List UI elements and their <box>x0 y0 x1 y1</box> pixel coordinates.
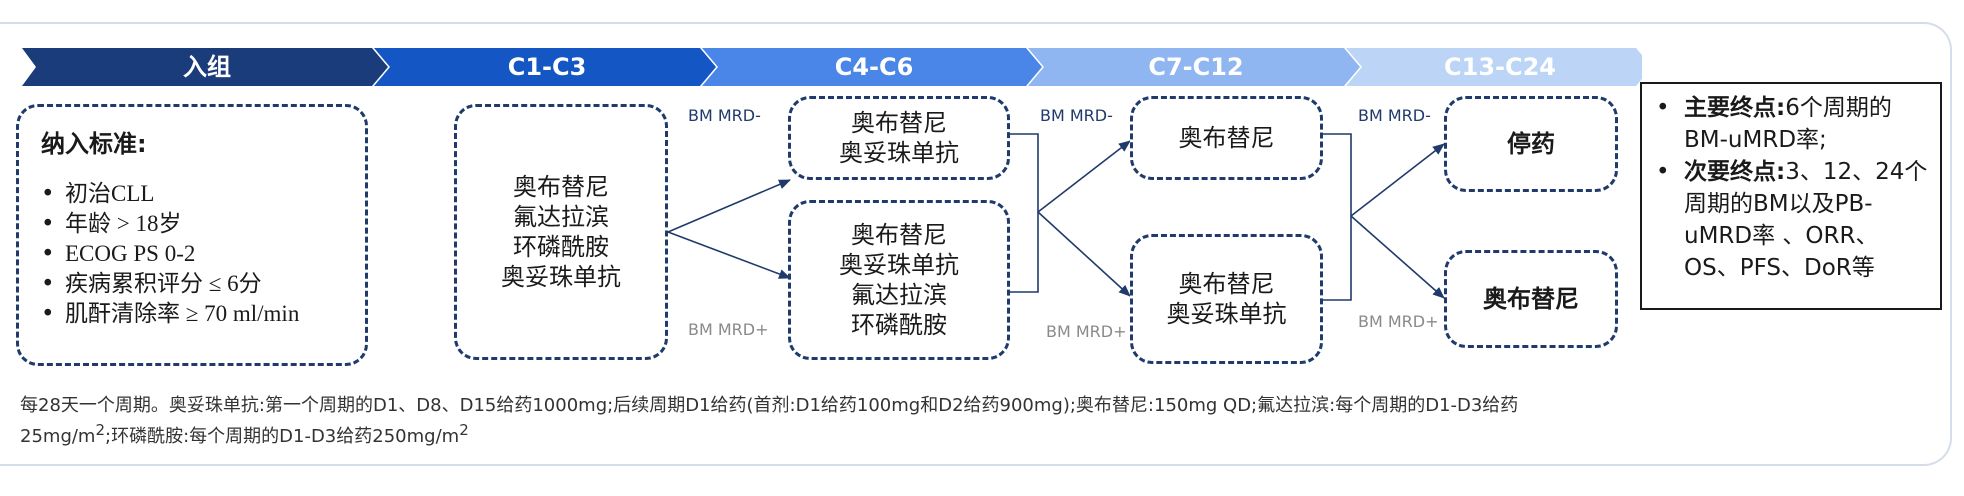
primary-endpoint-key: 主要终点: <box>1684 95 1786 121</box>
drug-name: 奥布替尼 <box>1178 270 1275 298</box>
arrow-c4-to-mrd-neg <box>1037 140 1131 213</box>
regimen-c13-mrd-pos-box: 奥布替尼 <box>1444 250 1618 348</box>
arrow-c7-to-mrd-neg <box>1350 143 1445 217</box>
footnote-text: 25mg/m <box>20 426 96 447</box>
phase-bar <box>22 48 1642 86</box>
inclusion-item: ECOG PS 0-2 <box>41 239 299 269</box>
drug-name: 奥妥珠单抗 <box>501 263 621 291</box>
phase-chevron-enroll <box>22 48 388 86</box>
merge-c4-c6 <box>1010 133 1039 293</box>
arrow-c4-to-mrd-pos <box>1037 211 1131 297</box>
mrd-pos-label-c4: BM MRD+ <box>688 320 769 339</box>
inclusion-criteria-box: 纳入标准: 初治CLL 年龄 > 18岁 ECOG PS 0-2 疾病累积评分 … <box>16 104 368 366</box>
arrow-c1-to-mrd-pos <box>667 231 791 279</box>
drug-name: 环磷酰胺 <box>851 311 947 339</box>
footnote-sup: 2 <box>459 421 469 439</box>
stop-treatment: 停药 <box>1507 130 1555 158</box>
footnote-sup: 2 <box>95 421 106 439</box>
regimen-c4-c6-mrd-pos-box: 奥布替尼 奥妥珠单抗 氟达拉滨 环磷酰胺 <box>788 200 1010 360</box>
phase-chevron-c1-c3 <box>374 48 716 86</box>
drug-name: 奥妥珠单抗 <box>839 139 959 167</box>
phase-chevron-c13-c24 <box>1346 48 1642 86</box>
inclusion-item: 初治CLL <box>41 179 299 209</box>
phase-label-c7-c12: C7-C12 <box>1148 53 1244 81</box>
phase-label-enroll: 入组 <box>183 53 231 81</box>
mrd-pos-label-c13: BM MRD+ <box>1358 312 1439 331</box>
drug-name: 奥布替尼 <box>851 221 947 249</box>
drug-name: 环磷酰胺 <box>513 233 609 261</box>
drug-name: 氟达拉滨 <box>851 281 947 309</box>
inclusion-title: 纳入标准: <box>41 130 147 158</box>
mrd-neg-label-c13: BM MRD- <box>1358 106 1431 125</box>
secondary-endpoint-text: 3、12、24个周期的BM以及PB-uMRD率 、ORR、OS、PFS、DoR等 <box>1684 159 1928 281</box>
primary-endpoint: 主要终点:6个周期的BM-uMRD率; <box>1654 92 1934 156</box>
drug-name: 奥布替尼 <box>851 109 947 137</box>
drug-name: 奥妥珠单抗 <box>839 251 959 279</box>
phase-label-c13-c24: C13-C24 <box>1444 53 1556 81</box>
footnote-text: ;环磷酰胺:每个周期的D1-D3给药250mg/m <box>105 426 460 447</box>
drug-name: 奥布替尼 <box>1178 124 1275 152</box>
mrd-neg-label-c4: BM MRD- <box>688 106 761 125</box>
inclusion-item: 疾病累积评分 ≤ 6分 <box>41 269 299 299</box>
inclusion-item: 年龄 > 18岁 <box>41 209 299 239</box>
arrow-c1-to-mrd-neg <box>667 179 791 233</box>
arrow-c7-to-mrd-pos <box>1350 215 1445 299</box>
merge-c7-c12 <box>1323 133 1352 301</box>
phase-label-c1-c3: C1-C3 <box>507 53 587 81</box>
regimen-c1-c3-box: 奥布替尼 氟达拉滨 环磷酰胺 奥妥珠单抗 <box>454 104 668 360</box>
footnote-line-1: 每28天一个周期。奥妥珠单抗:第一个周期的D1、D8、D15给药1000mg;后… <box>20 395 1519 416</box>
regimen-c13-mrd-neg-box: 停药 <box>1444 96 1618 192</box>
drug-name: 奥妥珠单抗 <box>1166 300 1287 328</box>
regimen-c4-c6-mrd-neg-box: 奥布替尼 奥妥珠单抗 <box>788 96 1010 180</box>
drug-name: 氟达拉滨 <box>513 203 609 231</box>
mrd-pos-label-c7: BM MRD+ <box>1046 322 1127 341</box>
regimen-c7-c12-mrd-pos-box: 奥布替尼 奥妥珠单抗 <box>1130 234 1323 364</box>
regimen-c7-c12-mrd-neg-box: 奥布替尼 <box>1130 96 1323 180</box>
phase-label-c4-c6: C4-C6 <box>834 53 914 81</box>
secondary-endpoint: 次要终点:3、12、24个周期的BM以及PB-uMRD率 、ORR、OS、PFS… <box>1654 156 1934 284</box>
mrd-neg-label-c7: BM MRD- <box>1040 106 1113 125</box>
secondary-endpoint-key: 次要终点: <box>1684 159 1786 185</box>
phase-chevron-c4-c6 <box>702 48 1042 86</box>
drug-name: 奥布替尼 <box>513 173 609 201</box>
dosing-footnote: 每28天一个周期。奥妥珠单抗:第一个周期的D1、D8、D15给药1000mg;后… <box>20 394 1920 449</box>
primary-endpoint-text: 6个周期的BM-uMRD率; <box>1684 95 1892 153</box>
footnote-line-2: 25mg/m2;环磷酰胺:每个周期的D1-D3给药250mg/m2 <box>20 418 1920 449</box>
drug-name: 奥布替尼 <box>1483 285 1579 313</box>
inclusion-list: 初治CLL 年龄 > 18岁 ECOG PS 0-2 疾病累积评分 ≤ 6分 肌… <box>41 179 299 329</box>
phase-chevron-c7-c12 <box>1028 48 1360 86</box>
endpoints-box: 主要终点:6个周期的BM-uMRD率; 次要终点:3、12、24个周期的BM以及… <box>1640 82 1942 310</box>
inclusion-item: 肌酐清除率 ≥ 70 ml/min <box>41 299 299 329</box>
